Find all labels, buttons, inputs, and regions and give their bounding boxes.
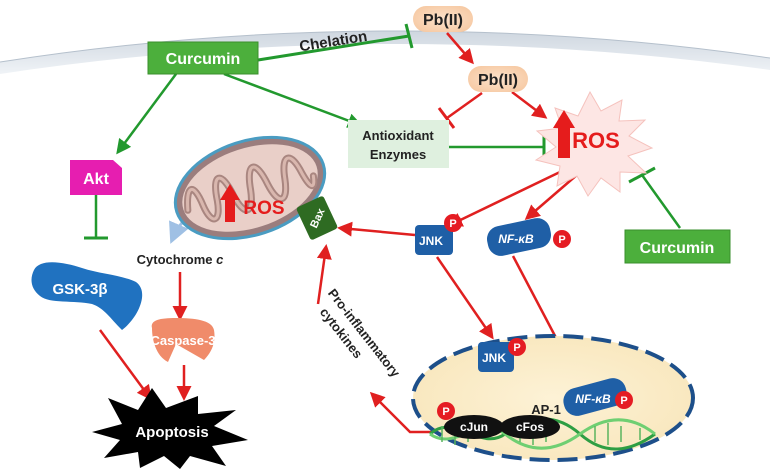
jnk-nucleus-label: JNK [482, 351, 506, 365]
cjun-label: cJun [460, 420, 488, 434]
ros-main-label: ROS [572, 128, 620, 153]
nfkb-nucleus-phospho-badge [615, 391, 633, 409]
jnk-label: JNK [419, 234, 443, 248]
nfkb-nucleus-label: NF-κB [575, 392, 611, 406]
jnk-phospho-badge [444, 214, 462, 232]
pb-mid-label: Pb(II) [478, 72, 518, 89]
cytochrome-label-c: c [216, 252, 224, 267]
nfkb-phospho-label: P [558, 234, 565, 246]
ap1-label: AP-1 [531, 402, 561, 417]
mito-ros-up-arrow-icon [220, 184, 240, 222]
curcumin-inhibits-ros-line [640, 174, 682, 229]
cjun-phospho-badge [437, 402, 455, 420]
nfkb-phospho-badge [553, 230, 571, 248]
nfkb-nucleus-node: NF-κB P [563, 378, 633, 416]
pb-to-ros-arrow [511, 91, 548, 119]
curcumin-node-right: Curcumin [624, 229, 731, 264]
gsk-to-apoptosis-arrow [98, 329, 152, 401]
cfos-label: cFos [516, 420, 544, 434]
ros-up-arrow-icon [553, 110, 575, 158]
jnk-phospho-label: P [449, 218, 456, 230]
apoptosis-label: Apoptosis [135, 424, 208, 441]
cytochrome-c-label: Cytochrome c [137, 252, 224, 267]
gsk3b-label: GSK-3β [53, 281, 108, 298]
apoptosis-burst-shape [92, 388, 248, 469]
mito-ros-node: ROS [220, 184, 285, 222]
cjun-node: cJun P [437, 402, 504, 439]
cell-membrane [0, 30, 770, 75]
antioxidant-label-line2: Enzymes [370, 147, 426, 162]
chelation-inhibition-line [257, 34, 410, 62]
caspase3-node: Caspase-3 [150, 318, 216, 362]
antioxidant-label-line1: Antioxidant [362, 128, 434, 143]
mito-ros-label: ROS [243, 198, 284, 219]
pb-top-node: Pb(II) [413, 6, 473, 32]
pb-inhibits-antioxidant-line [446, 91, 483, 120]
pro-inflammatory-label-group: Pro-inflammatory cytokines [317, 286, 404, 381]
nfkb-nucleus-phospho-label: P [620, 395, 627, 407]
bax-node: Bax [296, 196, 338, 240]
nfkb-label: NF-κB [498, 232, 534, 246]
mitochondrion [173, 135, 327, 241]
jnk-node: JNK P [415, 214, 462, 255]
ros-burst-node: ROS [534, 90, 654, 197]
jnk-nucleus-node: JNK P [478, 338, 526, 372]
chelation-inhibition-bar [404, 23, 414, 49]
gsk3b-node: GSK-3β [31, 262, 143, 330]
nfkb-node: NF-κB P [486, 218, 571, 256]
caspase3-label: Caspase-3 [150, 333, 215, 348]
apoptosis-node: Apoptosis [92, 388, 248, 469]
curcumin-to-antioxidant-arrow [223, 72, 363, 128]
curcumin-inhibits-ros-bar [628, 166, 656, 184]
pb-entry-arrow [446, 32, 474, 65]
curcumin-top-label: Curcumin [166, 51, 241, 68]
akt-node: Akt [70, 160, 122, 195]
ros-to-jnk-arrow [447, 170, 561, 227]
cell-membrane-edge [0, 30, 770, 63]
curcumin-right-label: Curcumin [640, 240, 715, 257]
cytokines-to-bax-arrow [316, 244, 332, 305]
jnk-to-bax-arrow [337, 221, 416, 237]
pb-top-label: Pb(II) [423, 12, 463, 29]
jnk-to-nucleus-arrow [435, 256, 494, 340]
curcumin-node-top: Curcumin [147, 41, 259, 75]
cfos-node: cFos [500, 415, 560, 439]
cytokine-output-arrow [369, 391, 440, 434]
cytochrome-label-text: Cytochrome [137, 252, 216, 267]
ros-to-nfkb-arrow [524, 173, 579, 220]
pb-inhibits-antioxidant-bar [437, 107, 456, 129]
jnk-nucleus-phospho-badge [508, 338, 526, 356]
pb-mid-node: Pb(II) [468, 66, 528, 92]
akt-label: Akt [83, 171, 109, 188]
curcumin-to-akt-arrow [116, 73, 178, 155]
jnk-nucleus-phospho-label: P [513, 342, 520, 354]
antioxidant-enzymes-node: Antioxidant Enzymes [348, 120, 449, 168]
cjun-phospho-label: P [442, 406, 449, 418]
